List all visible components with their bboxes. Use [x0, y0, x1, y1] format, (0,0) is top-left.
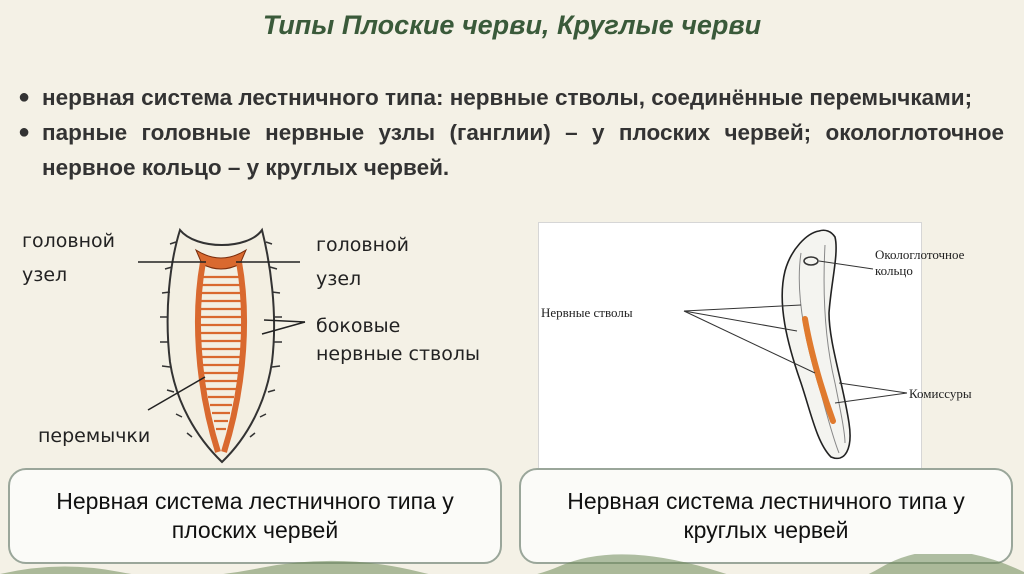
bullet-dot-icon: ●: [18, 115, 30, 150]
caption-flatworm: Нервная система лестничного типа у плоск…: [8, 468, 502, 564]
label-line: боковые: [316, 312, 480, 340]
label-line: нервные стволы: [316, 340, 480, 368]
roundworm-panel: Окологлоточное кольцо Нервные стволы Ком…: [538, 222, 922, 470]
roundworm-diagram: [539, 223, 921, 469]
label-nerve-trunks: Нервные стволы: [541, 305, 633, 321]
label-lateral-trunks: боковые нервные стволы: [316, 312, 480, 368]
label-bridges: перемычки: [38, 422, 150, 450]
label-line: Окологлоточное: [875, 247, 964, 263]
label-line: кольцо: [875, 263, 964, 279]
caption-roundworm: Нервная система лестничного типа у кругл…: [519, 468, 1013, 564]
slide-title: Типы Плоские черви, Круглые черви: [0, 10, 1024, 41]
pointer-line: [684, 311, 797, 331]
bullet-item: ● парные головные нервные узлы (ганглии)…: [14, 115, 1004, 185]
bullet-item: ● нервная система лестничного типа: нерв…: [14, 80, 1004, 115]
label-head-node-left: головной узел: [22, 227, 115, 289]
label-line: головной: [316, 231, 409, 259]
bullet-text: нервная система лестничного типа: нервны…: [42, 85, 972, 110]
bullet-list: ● нервная система лестничного типа: нерв…: [14, 80, 1004, 185]
label-line: узел: [22, 261, 115, 289]
label-line: узел: [316, 265, 409, 293]
label-nerve-ring: Окологлоточное кольцо: [875, 247, 964, 279]
bullet-text: парные головные нервные узлы (ганглии) –…: [42, 120, 1004, 180]
foliage-decoration: [0, 554, 1024, 574]
pointer-line: [839, 383, 907, 393]
label-head-node-right: головной узел: [316, 231, 409, 293]
label-line: головной: [22, 227, 115, 255]
bullet-dot-icon: ●: [18, 80, 30, 115]
label-commissures: Комиссуры: [909, 386, 972, 402]
pointer-line: [835, 393, 907, 403]
